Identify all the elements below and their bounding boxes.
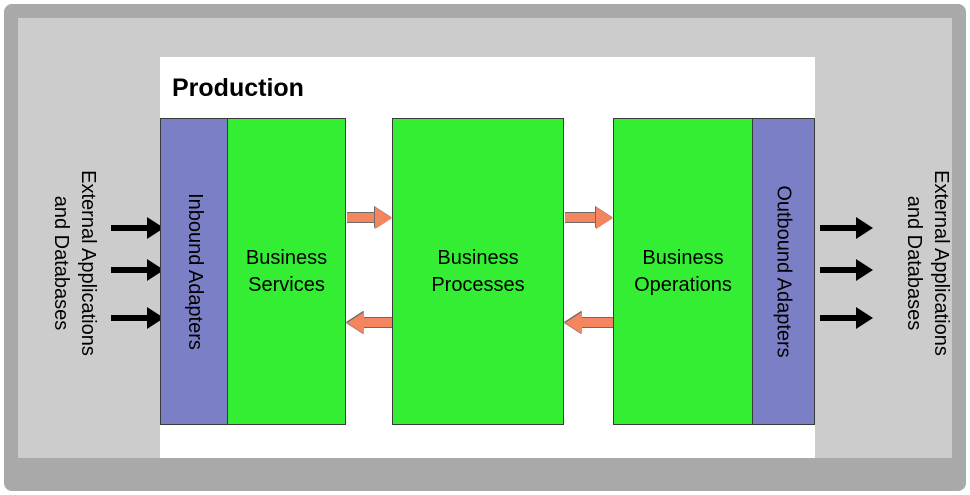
outbound-arrow-1 [820,217,873,239]
arrow-shaft [111,267,149,273]
outbound-arrow-2 [820,259,873,281]
outbound-arrow-3 [820,307,873,329]
flow-arrow-processes-to-operations [565,207,613,229]
layer-label-business-operations: Business Operations [634,246,732,296]
layer-box-business-operations[interactable]: Business Operations [613,118,753,425]
layer-label-business-processes: Business Processes [431,246,525,296]
page-title: Production [172,74,304,102]
arrow-shaft [347,212,376,223]
inbound-arrow-3 [111,307,164,329]
arrow-head [596,207,613,229]
arrow-head [856,259,873,281]
arrow-head [347,312,364,334]
inbound-arrow-2 [111,259,164,281]
right-external-systems-label: External Applications and Databases [903,170,952,356]
arrow-head [147,307,164,329]
flow-arrow-services-to-processes [347,207,392,229]
layer-label-inbound-adapters: Inbound Adapters [183,193,206,350]
layer-box-outbound-adapters[interactable]: Outbound Adapters [752,118,815,425]
layer-box-business-processes[interactable]: Business Processes [392,118,564,425]
layer-box-inbound-adapters[interactable]: Inbound Adapters [160,118,228,425]
arrow-shaft [581,317,613,328]
arrow-shaft [363,317,392,328]
layer-label-outbound-adapters: Outbound Adapters [773,185,796,358]
arrow-shaft [820,225,858,231]
layer-label-business-services: Business Services [245,246,328,296]
arrow-head [856,307,873,329]
flow-arrow-operations-to-processes [565,312,613,334]
left-external-systems-label: External Applications and Databases [50,170,99,356]
arrow-shaft [111,315,149,321]
arrow-shaft [820,315,858,321]
layer-box-business-services[interactable]: Business Services [227,118,346,425]
arrow-shaft [111,225,149,231]
arrow-shaft [820,267,858,273]
arrow-head [147,259,164,281]
arrow-shaft [565,212,597,223]
arrow-head [147,217,164,239]
flow-arrow-processes-to-services [347,312,392,334]
arrow-head [856,217,873,239]
arrow-head [375,207,392,229]
arrow-head [565,312,582,334]
inbound-arrow-1 [111,217,164,239]
